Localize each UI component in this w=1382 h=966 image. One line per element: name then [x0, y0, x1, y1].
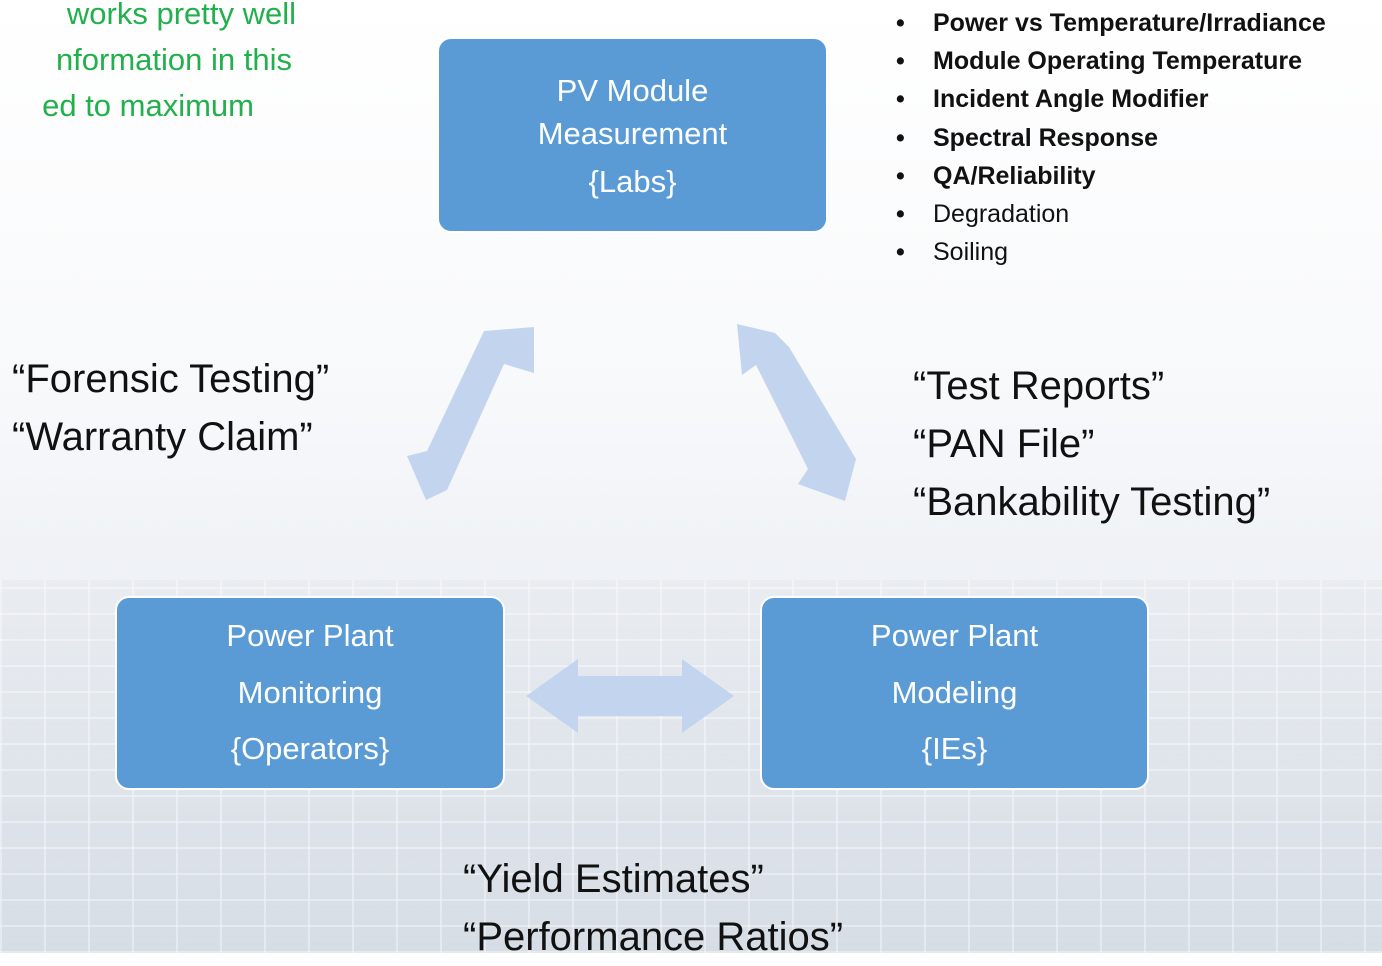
yield-performance-label: “Yield Estimates” “Performance Ratios” [463, 850, 843, 966]
label-line: “PAN File” [913, 422, 1095, 466]
label-line: “Test Reports” [913, 364, 1165, 408]
box-tag: {Labs} [588, 164, 677, 200]
power-plant-modeling-box: Power Plant Modeling {IEs} [760, 596, 1149, 790]
bullet-item: Degradation [895, 195, 1326, 233]
box-title-line: Power Plant [870, 618, 1039, 654]
label-line: “Performance Ratios” [463, 915, 844, 959]
bullet-item: Soiling [895, 233, 1326, 271]
box-tag: {IEs} [921, 731, 988, 767]
top-note-line: works pretty well [66, 0, 296, 31]
bullet-item: Spectral Response [895, 119, 1326, 157]
double-arrow-horizontal-icon [526, 659, 734, 733]
bullet-item: QA/Reliability [895, 157, 1326, 195]
double-arrow-left-icon [407, 327, 534, 500]
box-title-line: PV Module [556, 72, 709, 108]
box-title-line: Power Plant [226, 618, 394, 654]
pv-module-measurement-box: PV Module Measurement {Labs} [437, 37, 828, 233]
test-reports-label: “Test Reports” “PAN File” “Bankability T… [913, 357, 1270, 531]
bullet-item: Incident Angle Modifier [895, 80, 1326, 118]
box-tag: {Operators} [230, 731, 390, 767]
label-line: “Forensic Testing” [12, 357, 330, 401]
box-title-line: Monitoring [237, 674, 383, 710]
label-line: “Yield Estimates” [463, 857, 764, 901]
forensic-warranty-label: “Forensic Testing” “Warranty Claim” [12, 350, 329, 466]
label-line: “Warranty Claim” [12, 415, 313, 459]
measurement-bullet-list: Power vs Temperature/Irradiance Module O… [895, 4, 1326, 271]
double-arrow-right-icon [737, 324, 856, 501]
bullet-item: Module Operating Temperature [895, 42, 1326, 80]
box-title-line: Modeling [891, 674, 1018, 710]
power-plant-monitoring-box: Power Plant Monitoring {Operators} [115, 596, 505, 790]
top-note-line: nformation in this [55, 42, 292, 77]
bullet-item: Power vs Temperature/Irradiance [895, 4, 1326, 42]
box-title-line: Measurement [537, 115, 728, 151]
label-line: “Bankability Testing” [913, 480, 1271, 524]
top-note-line: ed to maximum [42, 88, 254, 123]
